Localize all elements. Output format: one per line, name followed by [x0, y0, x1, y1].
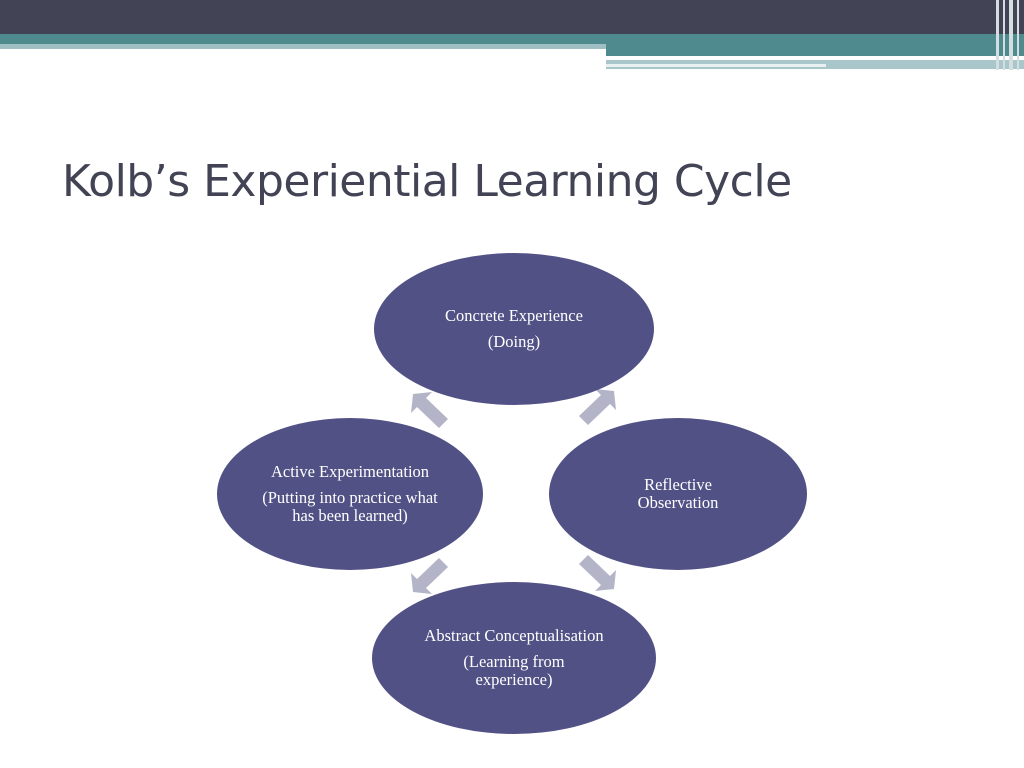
- concrete-experience-detail: (Doing): [487, 332, 541, 351]
- abstract-conceptualisation-label: Abstract Conceptualisation: [424, 626, 604, 645]
- reflective-observation-node: [549, 418, 807, 570]
- header-stripe: [0, 34, 1024, 44]
- header-stripe: [606, 64, 826, 67]
- reflective-observation-text: Reflective Observation: [608, 454, 748, 534]
- header-stripe: [606, 44, 1024, 56]
- active-experimentation-label: Active Experimentation: [270, 462, 430, 481]
- abstract-conceptualisation-detail: (Learning from experience): [463, 652, 565, 689]
- abstract-conceptualisation-node: [372, 582, 656, 734]
- header-stripe: [606, 56, 948, 59]
- concrete-experience-text: Concrete Experience (Doing): [414, 289, 614, 369]
- active-experimentation-detail: (Putting into practice what has been lea…: [262, 488, 438, 525]
- concrete-experience-node: [374, 253, 654, 405]
- header-bar: [0, 0, 1024, 34]
- cycle-arrow: [579, 389, 616, 425]
- cycle-arrow: [411, 392, 448, 428]
- cycle-arrow: [579, 555, 616, 591]
- active-experimentation-node: [217, 418, 483, 570]
- cycle-arrow: [411, 558, 448, 594]
- concrete-experience-label: Concrete Experience: [445, 306, 583, 325]
- abstract-conceptualisation-text: Abstract Conceptualisation (Learning fro…: [424, 603, 604, 713]
- header-stripe: [0, 44, 606, 49]
- header-corner-bars: [994, 0, 1024, 70]
- active-experimentation-text: Active Experimentation (Putting into pra…: [255, 429, 445, 559]
- slide-title: Kolb’s Experiential Learning Cycle: [62, 156, 792, 207]
- reflective-observation-label: Reflective Observation: [637, 475, 719, 512]
